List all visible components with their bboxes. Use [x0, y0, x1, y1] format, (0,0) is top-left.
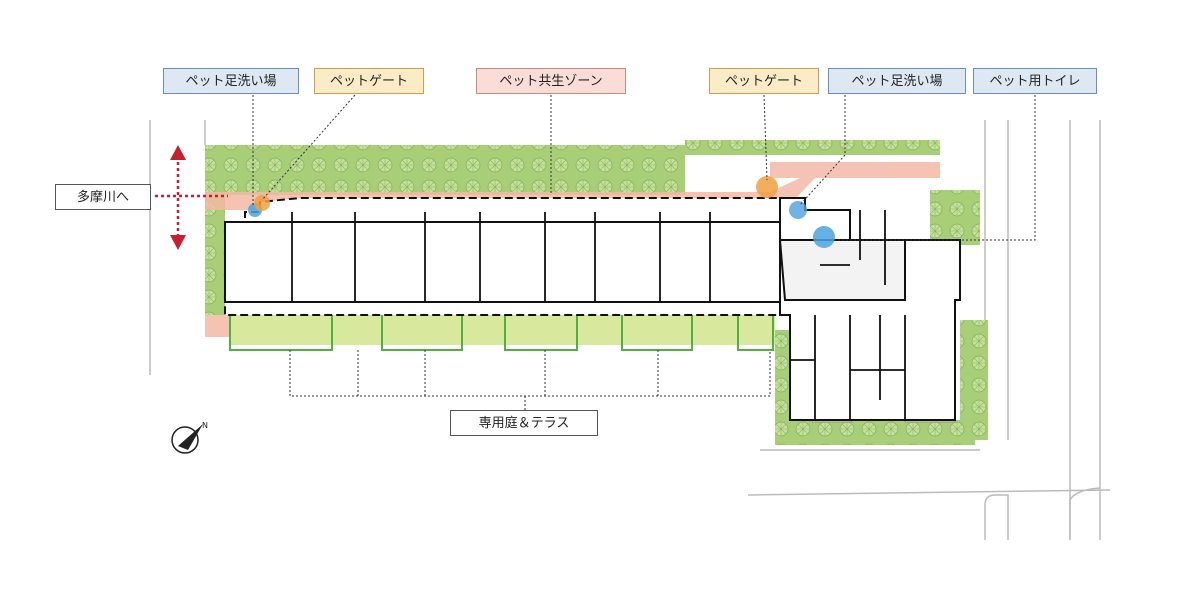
river-arrow	[155, 145, 228, 250]
north-compass-icon: N	[171, 421, 208, 454]
pet-wash-right-1	[789, 201, 807, 219]
label-river: 多摩川へ	[55, 184, 151, 210]
road-lines	[149, 120, 1111, 540]
pet-gate-right	[756, 176, 778, 198]
label-pet-zone: ペット共生ゾーン	[476, 68, 626, 94]
building	[224, 197, 961, 421]
label-pet-gate-left: ペットゲート	[314, 68, 424, 94]
label-pet-wash-right: ペット足洗い場	[828, 68, 966, 94]
leader-lines	[252, 94, 1036, 410]
pet-wash-markers	[248, 201, 835, 248]
pet-gate-markers	[254, 176, 778, 211]
label-garden-terrace: 専用庭＆テラス	[450, 410, 598, 436]
label-pet-gate-right: ペットゲート	[709, 68, 819, 94]
pet-gate-left	[254, 195, 270, 211]
label-pet-toilet: ペット用トイレ	[973, 68, 1097, 94]
pet-wash-right-2	[813, 226, 835, 248]
north-letter: N	[202, 421, 208, 430]
greenery	[205, 140, 988, 445]
unit-partitions	[291, 210, 906, 420]
label-pet-wash-left: ペット足洗い場	[163, 68, 299, 94]
